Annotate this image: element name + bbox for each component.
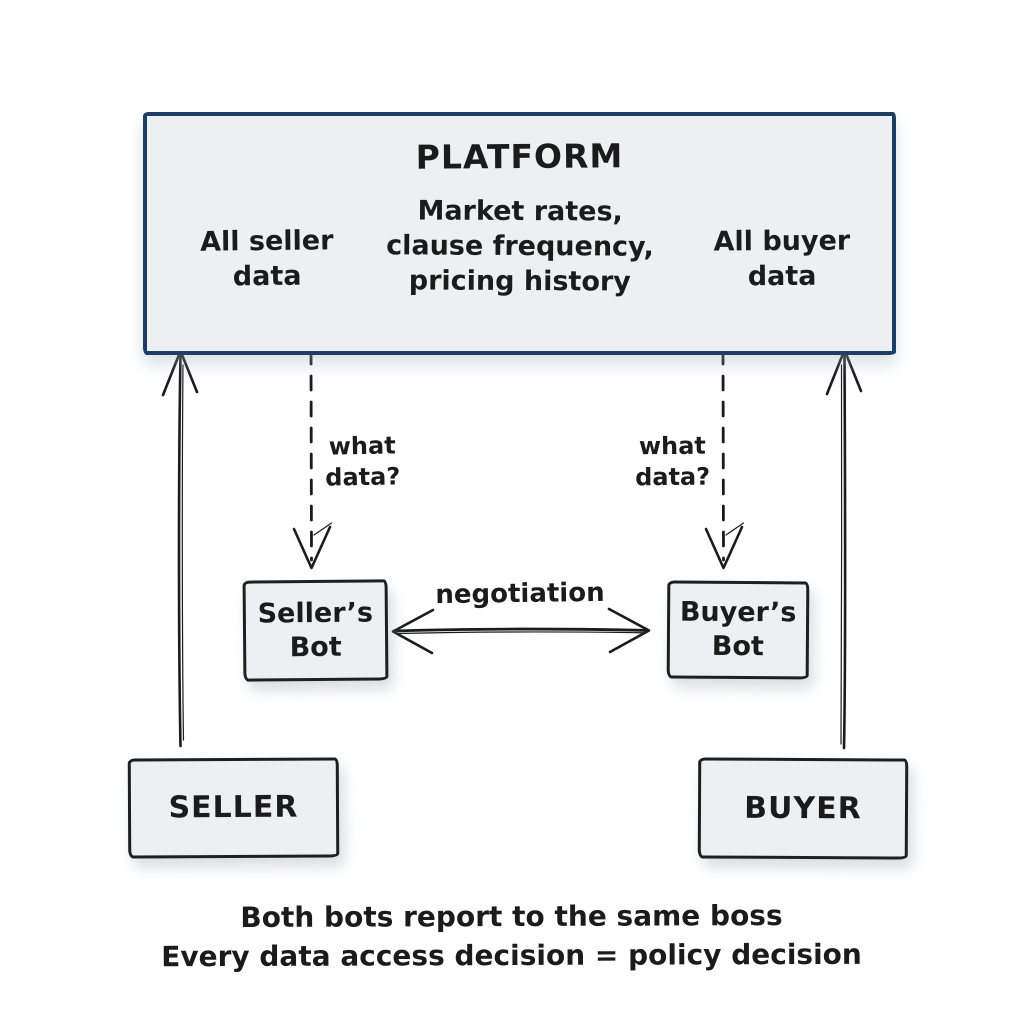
caption-line-1: Both bots report to the same boss <box>240 899 783 934</box>
seller-bot-box: Seller’s Bot <box>242 579 389 682</box>
negotiation-label: negotiation <box>435 577 605 611</box>
platform-title: PLATFORM <box>415 136 624 177</box>
caption-line-2: Every data access decision = policy deci… <box>161 937 862 973</box>
platform-market-data-label: Market rates, clause frequency, pricing … <box>386 195 654 298</box>
what-data-label-right: what data? <box>635 431 711 492</box>
platform-buyer-data-label: All buyer data <box>713 225 851 293</box>
negotiation-arrow <box>391 607 651 655</box>
buyer-bot-box: Buyer’s Bot <box>666 580 810 680</box>
buyer-to-platform-arrow <box>825 348 863 750</box>
platform-box: PLATFORM All seller data Market rates, c… <box>143 112 896 355</box>
caption: Both bots report to the same boss Every … <box>0 898 1023 975</box>
seller-box: SELLER <box>127 757 340 859</box>
seller-to-platform-arrow <box>161 349 199 748</box>
buyer-box: BUYER <box>697 757 909 860</box>
what-data-label-left: what data? <box>325 431 401 492</box>
platform-seller-data-label: All seller data <box>199 225 334 293</box>
